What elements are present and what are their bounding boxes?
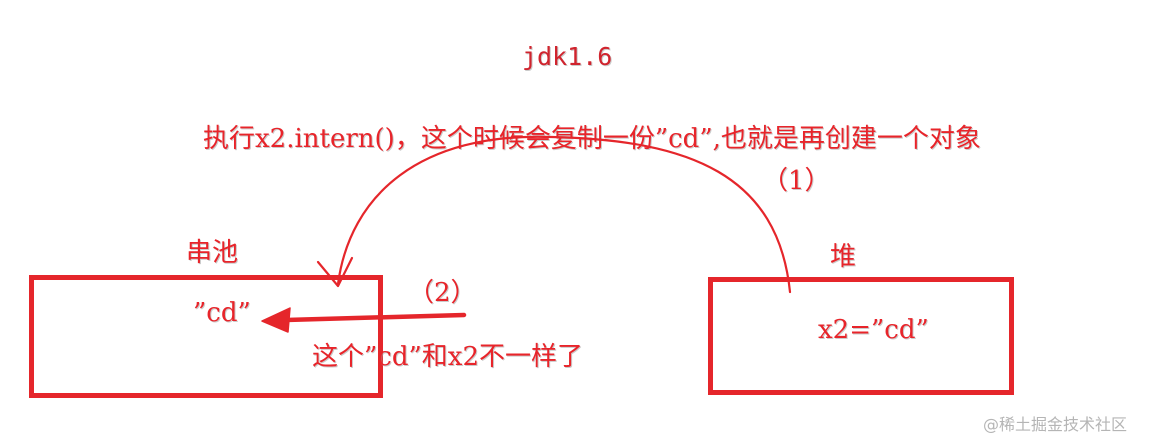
heap-box: [708, 277, 1014, 395]
copy-curve-arrowhead: [316, 256, 354, 288]
heap-label: 堆: [830, 242, 857, 272]
string-pool-value: ”cd”: [193, 298, 251, 328]
string-pool-box: [29, 275, 383, 398]
copy-curve-arrow: [336, 135, 792, 294]
reference-arrow: [283, 312, 467, 323]
diagram-title: jdk1.6: [522, 42, 613, 71]
step2-note: 这个”cd”和x2不一样了: [312, 342, 583, 372]
step1-number: （1）: [762, 166, 831, 196]
watermark-text: @稀土掘金技术社区: [983, 415, 1128, 434]
string-pool-label: 串池: [186, 238, 239, 268]
step2-number: （2）: [408, 278, 477, 308]
heap-value: x2=”cd”: [818, 315, 929, 345]
reference-arrowhead: [261, 307, 291, 333]
